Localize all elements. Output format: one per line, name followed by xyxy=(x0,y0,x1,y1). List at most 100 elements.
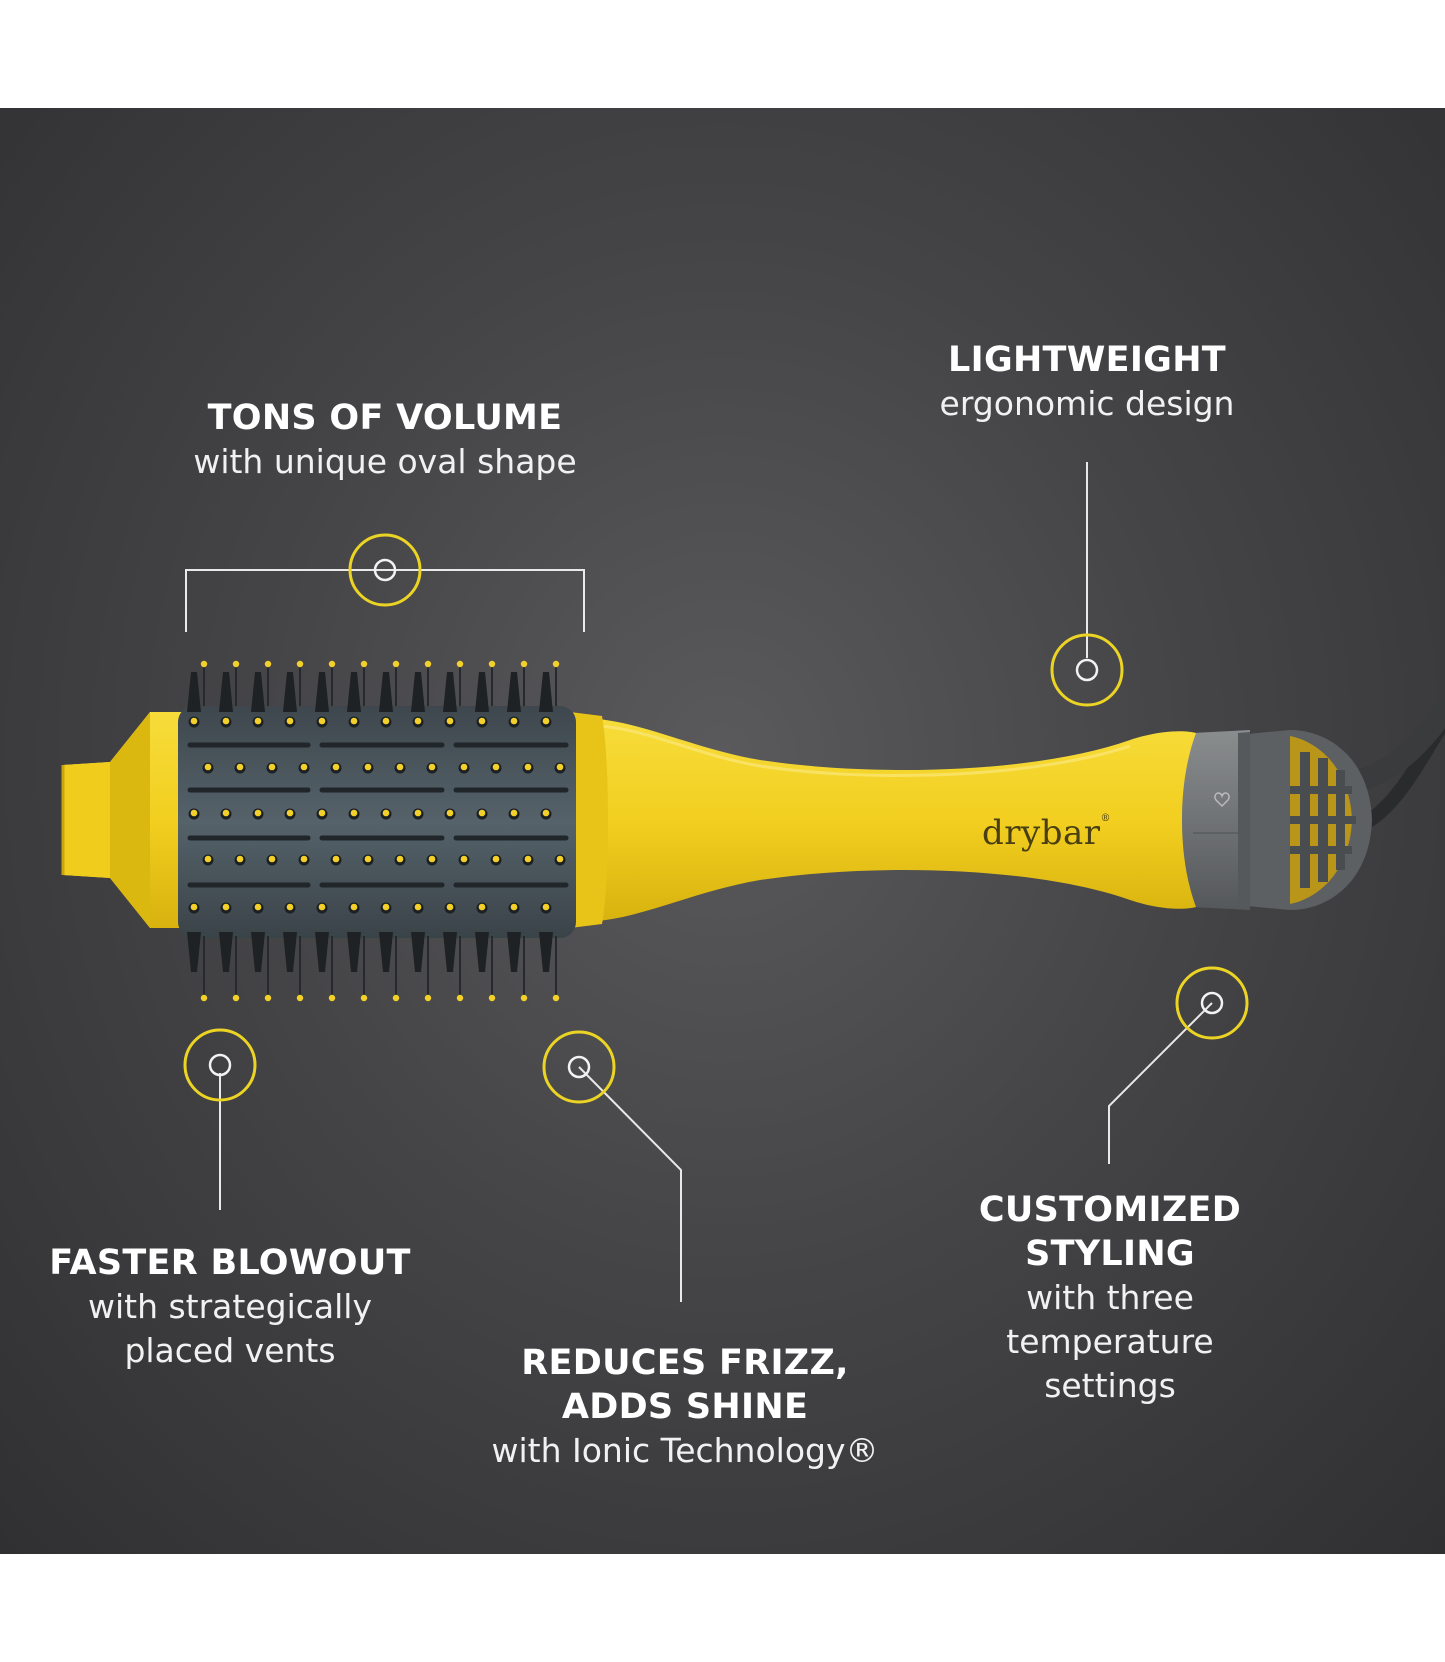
feature-subtitle: with three temperature settings xyxy=(1006,1278,1214,1405)
blowout-callout-dot xyxy=(208,1053,232,1077)
pin-ball-tip xyxy=(332,855,340,863)
handle xyxy=(585,718,1196,922)
pin-ball-tip xyxy=(488,994,496,1002)
feature-volume: TONS OF VOLUME with unique oval shape xyxy=(135,396,635,484)
bristle-tuft xyxy=(251,672,265,712)
feature-title: LIGHTWEIGHT xyxy=(948,340,1226,380)
pin-ball-tip xyxy=(254,717,262,725)
bristle-tuft xyxy=(283,932,297,972)
bristle-tuft xyxy=(347,672,361,712)
bristle-tuft xyxy=(219,932,233,972)
pin-ball-tip xyxy=(520,660,528,668)
feature-blowout: FASTER BLOWOUT with strategically placed… xyxy=(20,1241,440,1373)
pin-ball-tip xyxy=(232,660,240,668)
feature-title: TONS OF VOLUME xyxy=(207,398,563,438)
pin-ball-tip xyxy=(382,717,390,725)
feature-title: FASTER BLOWOUT xyxy=(49,1243,411,1283)
pin-ball-tip xyxy=(300,763,308,771)
feature-frizz: REDUCES FRIZZ, ADDS SHINE with Ionic Tec… xyxy=(445,1341,925,1473)
pin-ball-tip xyxy=(542,809,550,817)
pin-ball-tip xyxy=(360,994,368,1002)
pin-ball-tip xyxy=(552,994,560,1002)
pin-ball-tip xyxy=(396,763,404,771)
pin-ball-tip xyxy=(556,855,564,863)
pin-ball-tip xyxy=(392,994,400,1002)
feature-lightweight: LIGHTWEIGHT ergonomic design xyxy=(862,338,1312,426)
pin-ball-tip xyxy=(428,855,436,863)
brand-logo: drybar® xyxy=(982,813,1111,853)
bristle-tuft xyxy=(411,672,425,712)
barrel-collar xyxy=(570,712,608,928)
feature-subtitle: with unique oval shape xyxy=(193,442,577,481)
pin-ball-tip xyxy=(350,903,358,911)
callout-layer xyxy=(183,462,1249,1302)
feature-subtitle: ergonomic design xyxy=(939,384,1235,423)
pin-ball-tip xyxy=(478,903,486,911)
pin-ball-tip xyxy=(510,809,518,817)
pin-ball-tip xyxy=(264,660,272,668)
bristle-tuft xyxy=(443,672,457,712)
pin-ball-tip xyxy=(492,763,500,771)
bristle-tuft xyxy=(379,672,393,712)
pin-ball-tip xyxy=(222,809,230,817)
pin-ball-tip xyxy=(204,855,212,863)
pin-ball-tip xyxy=(318,809,326,817)
pin-ball-tip xyxy=(414,809,422,817)
pin-ball-tip xyxy=(264,994,272,1002)
bristle-tuft xyxy=(507,672,521,712)
frizz-leader xyxy=(578,1066,682,1302)
pin-ball-tip xyxy=(318,717,326,725)
pin-ball-tip xyxy=(254,809,262,817)
bristle-tuft xyxy=(443,932,457,972)
volume-callout-dot xyxy=(373,558,397,582)
pin-ball-tip xyxy=(236,763,244,771)
pin-ball-tip xyxy=(510,717,518,725)
pin-ball-tip xyxy=(478,717,486,725)
pin-ball-tip xyxy=(286,717,294,725)
pin-ball-tip xyxy=(328,994,336,1002)
pin-ball-tip xyxy=(542,717,550,725)
pin-ball-tip xyxy=(542,903,550,911)
bristle-tuft xyxy=(347,932,361,972)
bristle-tuft xyxy=(539,672,553,712)
pin-ball-tip xyxy=(286,809,294,817)
control-collar xyxy=(1182,730,1250,910)
pin-ball-tip xyxy=(350,717,358,725)
pin-ball-tip xyxy=(520,994,528,1002)
pin-ball-tip xyxy=(396,855,404,863)
frizz-callout-ring xyxy=(542,1030,616,1104)
bristle-tuft xyxy=(283,672,297,712)
pin-ball-tip xyxy=(300,855,308,863)
pin-ball-tip xyxy=(222,717,230,725)
pin-ball-tip xyxy=(232,994,240,1002)
brand-registered-mark: ® xyxy=(1100,813,1112,824)
barrel-bristles xyxy=(187,660,566,1002)
brush-barrel xyxy=(178,706,576,938)
pin-ball-tip xyxy=(446,809,454,817)
pin-ball-tip xyxy=(350,809,358,817)
pin-ball-tip xyxy=(190,809,198,817)
pin-ball-tip xyxy=(392,660,400,668)
styling-callout-ring xyxy=(1175,966,1249,1040)
bristle-tuft xyxy=(251,932,265,972)
feature-styling: CUSTOMIZED STYLING with three temperatur… xyxy=(930,1188,1290,1408)
volume-bracket xyxy=(185,569,585,632)
pin-ball-tip xyxy=(190,903,198,911)
pin-ball-tip xyxy=(552,660,560,668)
pin-ball-tip xyxy=(268,763,276,771)
pin-ball-tip xyxy=(428,763,436,771)
bristle-tuft xyxy=(187,932,201,972)
pin-ball-tip xyxy=(204,763,212,771)
pin-ball-tip xyxy=(382,903,390,911)
pin-ball-tip xyxy=(200,660,208,668)
pin-ball-tip xyxy=(360,660,368,668)
pin-ball-tip xyxy=(460,763,468,771)
bristle-tuft xyxy=(315,672,329,712)
bristle-tuft xyxy=(475,672,489,712)
pin-ball-tip xyxy=(328,660,336,668)
pin-ball-tip xyxy=(478,809,486,817)
pin-ball-tip xyxy=(382,809,390,817)
bristle-tuft xyxy=(187,672,201,712)
styling-leader xyxy=(1108,1002,1213,1164)
pin-ball-tip xyxy=(460,855,468,863)
